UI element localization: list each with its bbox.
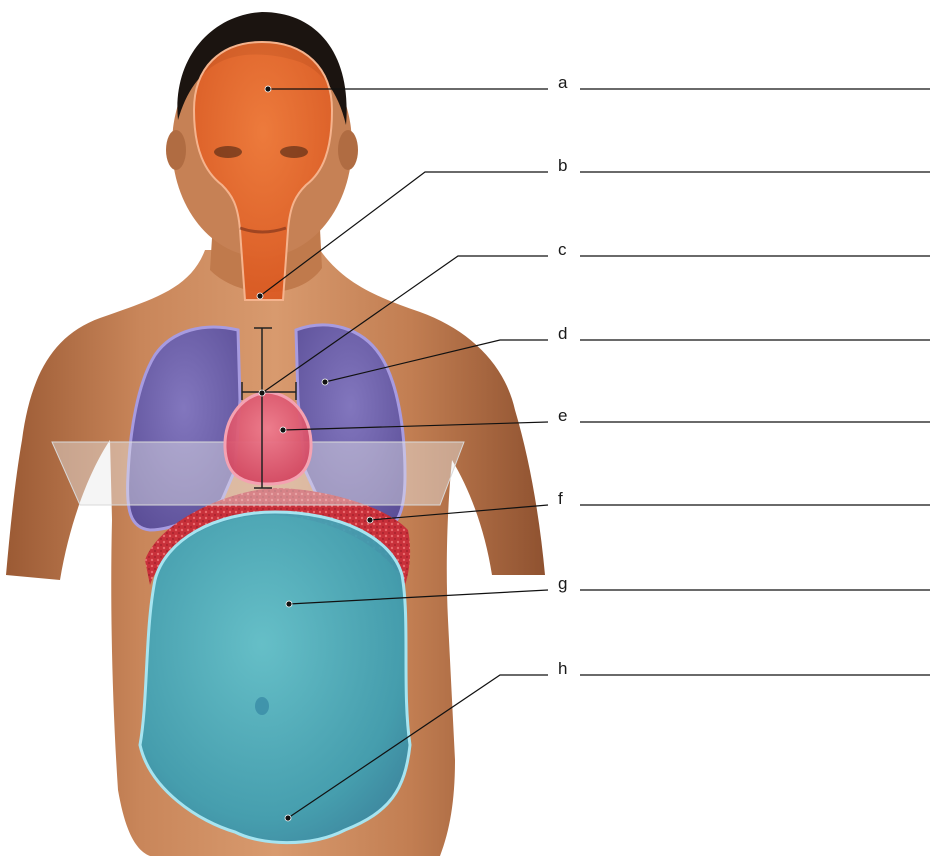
label-a: a <box>558 73 568 92</box>
label-h: h <box>558 659 567 678</box>
label-d: d <box>558 324 567 343</box>
dot-g <box>286 601 292 607</box>
pericardial-cavity <box>225 392 311 484</box>
label-letters: a b c d e f g h <box>558 73 568 678</box>
abdominopelvic-cavity <box>140 512 410 843</box>
label-c: c <box>558 240 567 259</box>
navel <box>255 697 269 715</box>
dot-e <box>280 427 286 433</box>
dot-h <box>285 815 291 821</box>
label-g: g <box>558 574 567 593</box>
right-ear <box>338 130 358 170</box>
dot-f <box>367 517 373 523</box>
dot-a <box>265 86 271 92</box>
dot-c <box>259 390 265 396</box>
answer-blanks <box>580 89 930 675</box>
label-e: e <box>558 406 567 425</box>
label-f: f <box>558 489 563 508</box>
label-b: b <box>558 156 567 175</box>
dot-b <box>257 293 263 299</box>
left-ear <box>166 130 186 170</box>
dot-d <box>322 379 328 385</box>
